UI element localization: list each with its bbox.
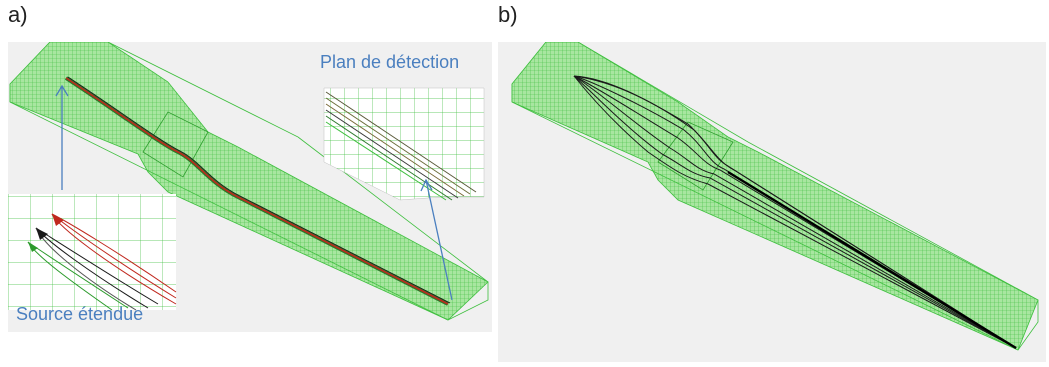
panel-b-letter: b) [498,2,518,27]
mesh-step-b [657,121,734,191]
inset-source [8,194,177,311]
panel-b-figure [511,42,1039,351]
panel-a-letter: a) [8,2,28,27]
panel-b [498,42,1046,362]
ray-envelope-b [573,75,1017,349]
mesh-channel [9,42,489,321]
arrow-detection [420,178,453,301]
label-extended-source: Source étendue [16,304,144,324]
panel-a: Plan de détection Source étendue [8,42,492,332]
arrow-source [55,84,69,190]
ray-bundle [64,76,451,306]
label-detection-plane: Plan de détection [320,52,460,72]
panel-a-figure [8,42,489,321]
ray-core-b [727,170,1017,350]
inset-detection [323,87,485,201]
